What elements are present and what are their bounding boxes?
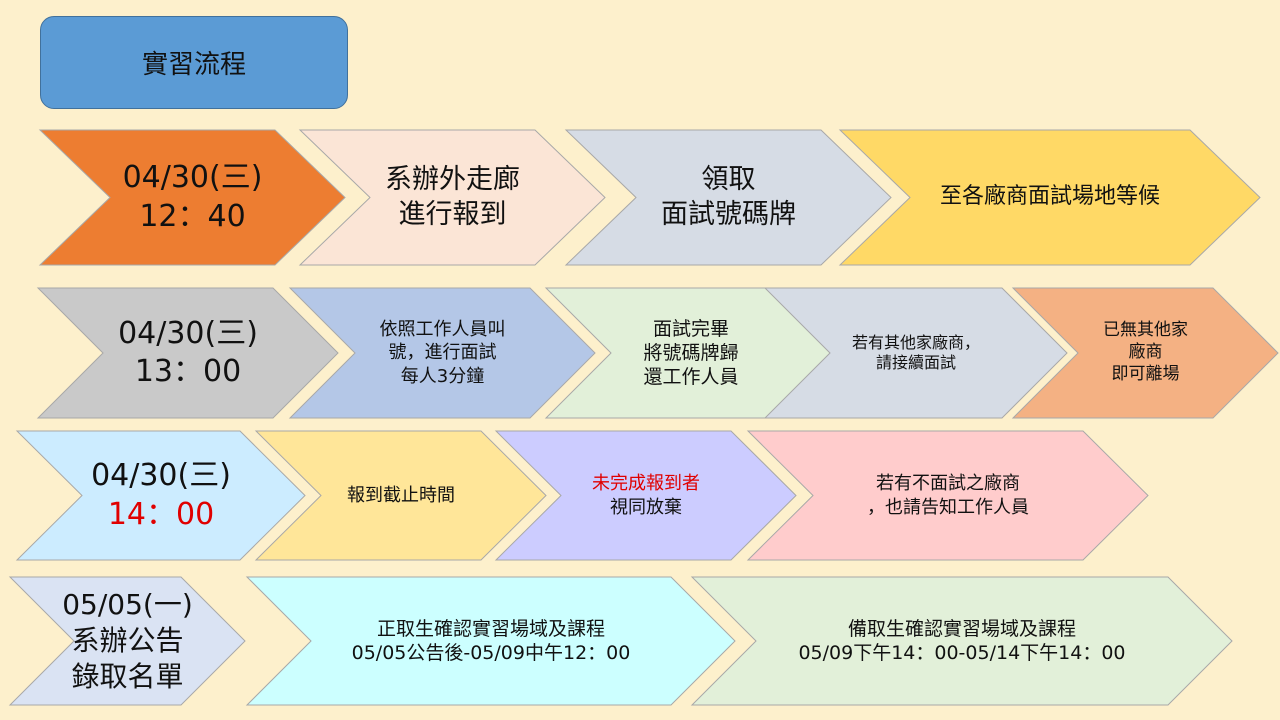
chevron-step-1-4	[1011, 287, 1279, 419]
chevron-step-2-1	[254, 430, 547, 561]
chevron-step-3-2	[690, 576, 1233, 706]
chevron-step-2-3	[746, 430, 1149, 561]
chevron-step-0-2	[564, 129, 892, 266]
chevron-step-1-1	[288, 287, 596, 419]
chevron-step-0-1	[298, 129, 606, 266]
chevron-step-2-0	[15, 430, 306, 561]
chevron-step-1-0	[36, 287, 339, 419]
chevron-step-3-0	[8, 576, 246, 706]
chevron-step-0-0	[38, 129, 346, 266]
chevron-step-3-1	[245, 576, 736, 706]
chevron-step-0-3	[838, 129, 1261, 266]
chevron-step-1-3	[763, 287, 1068, 419]
page-title: 實習流程	[40, 16, 348, 109]
chevron-step-2-2	[494, 430, 797, 561]
